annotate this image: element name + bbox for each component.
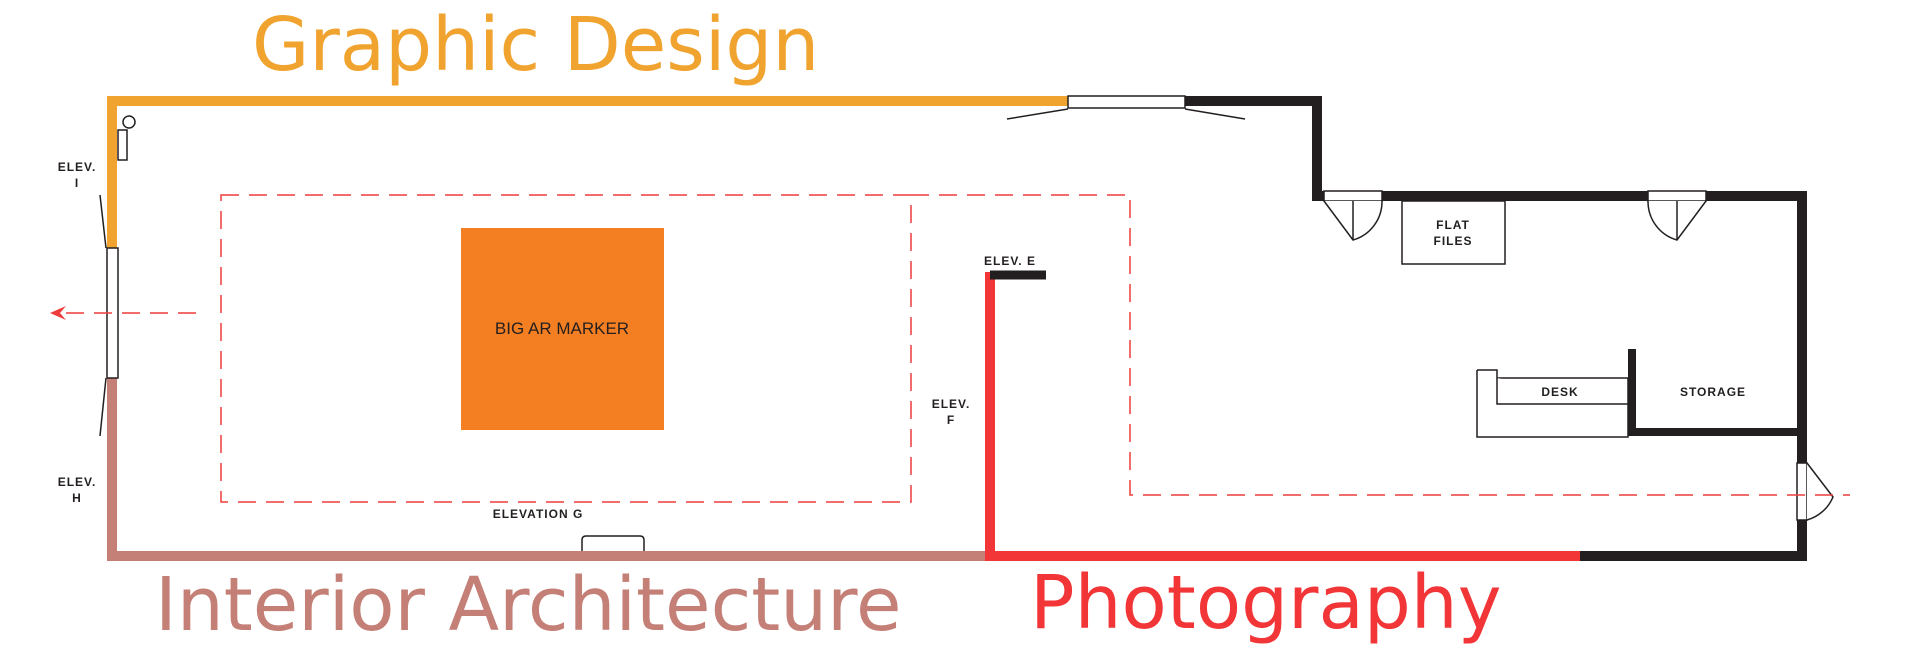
storage-partition <box>1628 349 1802 436</box>
dashed-zones <box>66 194 1850 503</box>
flat-files-label-line2: FILES <box>1433 234 1472 248</box>
arrow-west-icon <box>50 306 66 320</box>
exterior-walls <box>107 96 1807 561</box>
top-window <box>1006 95 1246 120</box>
black-wall-bottom-right <box>1580 520 1807 561</box>
big-ar-marker <box>461 228 664 430</box>
desk-label: DESK <box>1541 385 1578 399</box>
photography-heading: Photography <box>1030 560 1502 646</box>
elevation-g-label: ELEVATION G <box>493 507 584 521</box>
photography-wall <box>985 272 1580 561</box>
interior-architecture-heading: Interior Architecture <box>155 562 902 648</box>
zone-right <box>911 194 1850 496</box>
door-left <box>1323 190 1383 241</box>
flat-files <box>1401 200 1506 265</box>
door-right <box>1647 190 1707 241</box>
door-east <box>1796 462 1834 521</box>
storage-label: STORAGE <box>1680 385 1746 399</box>
big-ar-marker-label: BIG AR MARKER <box>495 319 629 338</box>
graphic-design-wall <box>107 96 1068 248</box>
zone-left <box>220 194 912 503</box>
graphic-design-heading: Graphic Design <box>252 2 819 88</box>
elevation-g-fixture <box>581 535 645 551</box>
interior-architecture-wall <box>107 378 990 561</box>
black-wall-top-right <box>1185 96 1807 463</box>
desk <box>1476 369 1629 438</box>
left-window <box>99 194 119 437</box>
elev-f-label-line2: F <box>947 413 955 427</box>
elev-i-label-line2: I <box>75 176 79 190</box>
elev-i-label-line1: ELEV. <box>58 160 97 174</box>
elev-e-label: ELEV. E <box>984 254 1036 268</box>
elev-h-label-line1: ELEV. <box>58 475 97 489</box>
corner-column <box>117 115 136 161</box>
elev-h-label-line2: H <box>72 491 82 505</box>
flat-files-label-line1: FLAT <box>1436 218 1470 232</box>
elev-f-label-line1: ELEV. <box>932 397 971 411</box>
